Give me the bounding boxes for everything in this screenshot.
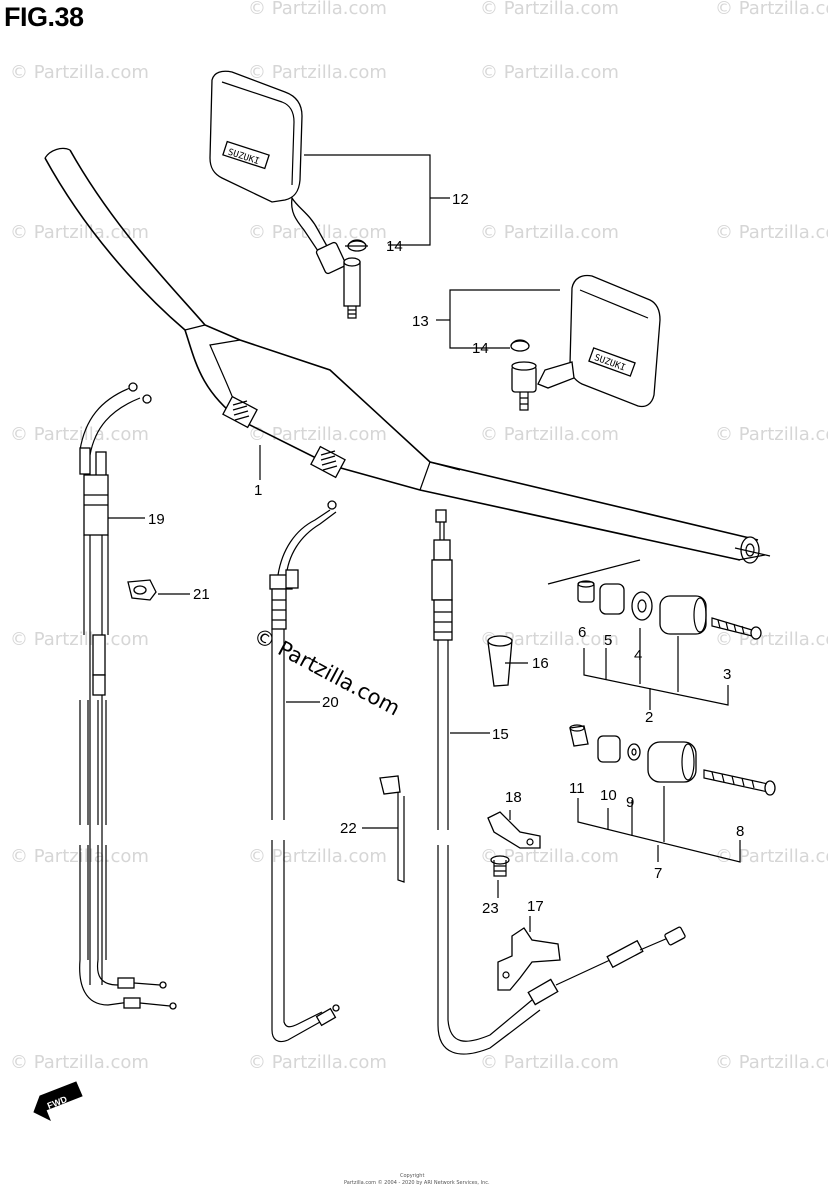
watermark-text: © Partzilla.com bbox=[248, 1052, 387, 1073]
cable-clamp bbox=[127, 579, 157, 601]
callout-13: 13 bbox=[412, 313, 429, 330]
watermark-text: © Partzilla.com bbox=[248, 424, 387, 445]
callout-22: 22 bbox=[340, 820, 357, 837]
callout-19: 19 bbox=[148, 511, 165, 528]
cable-boot bbox=[487, 635, 513, 687]
watermark-text: © Partzilla.com bbox=[248, 62, 387, 83]
callout-20: 20 bbox=[322, 694, 339, 711]
callout-labels: 1 2 3 4 5 6 7 8 9 10 11 12 13 14 14 15 1… bbox=[148, 191, 744, 917]
watermark-text: © Partzilla.com bbox=[10, 222, 149, 243]
watermark-text: © Partzilla.com bbox=[248, 846, 387, 867]
callout-11: 11 bbox=[569, 780, 585, 797]
clutch-cable bbox=[431, 509, 686, 1055]
callout-14: 14 bbox=[472, 340, 489, 357]
watermark-text: © Partzilla.com bbox=[715, 1052, 828, 1073]
watermark-text: © Partzilla.com bbox=[480, 0, 619, 19]
callout-23: 23 bbox=[482, 900, 499, 917]
callout-4: 4 bbox=[634, 647, 642, 664]
bracket-18 bbox=[487, 811, 541, 849]
callout-14: 14 bbox=[386, 238, 403, 255]
watermark-text: © Partzilla.com bbox=[480, 62, 619, 83]
watermark-text: © Partzilla.com bbox=[480, 846, 619, 867]
bar-end-assembly-7 bbox=[569, 724, 776, 796]
callout-12: 12 bbox=[452, 191, 469, 208]
watermark-text: © Partzilla.com bbox=[715, 424, 828, 445]
watermark-text: © Partzilla.com bbox=[715, 222, 828, 243]
callout-5: 5 bbox=[604, 632, 612, 649]
watermark-text: © Partzilla.com bbox=[10, 62, 149, 83]
callout-7: 7 bbox=[654, 865, 662, 882]
handlebar bbox=[44, 147, 771, 564]
fwd-arrow-icon: FWD bbox=[33, 1081, 83, 1122]
figure-title: FIG.38 bbox=[4, 2, 84, 32]
watermark-text: © Partzilla.com bbox=[480, 222, 619, 243]
watermark-text: © Partzilla.com bbox=[715, 846, 828, 867]
callout-9: 9 bbox=[626, 794, 634, 811]
callout-17: 17 bbox=[527, 898, 544, 915]
choke-cable bbox=[269, 500, 340, 1043]
throttle-cables bbox=[79, 382, 177, 1010]
callout-2: 2 bbox=[645, 709, 653, 726]
screw-23 bbox=[490, 855, 510, 877]
callout-15: 15 bbox=[492, 726, 509, 743]
callout-10: 10 bbox=[600, 787, 617, 804]
callout-21: 21 bbox=[193, 586, 210, 603]
watermark-text: © Partzilla.com bbox=[10, 424, 149, 445]
callout-6: 6 bbox=[578, 624, 586, 641]
leader-lines bbox=[108, 154, 741, 932]
callout-18: 18 bbox=[505, 789, 522, 806]
footer-copyright-detail: Partzilla.com © 2004 - 2020 by ARI Netwo… bbox=[344, 1179, 490, 1186]
right-mirror: SUZUKI bbox=[510, 274, 661, 411]
background-watermarks: © Partzilla.com © Partzilla.com © Partzi… bbox=[10, 0, 828, 1073]
left-mirror: SUZUKI bbox=[209, 70, 367, 319]
watermark-text: © Partzilla.com bbox=[480, 1052, 619, 1073]
watermark-text: © Partzilla.com bbox=[480, 424, 619, 445]
cable-tie bbox=[379, 775, 405, 883]
footer-copyright: Copyright bbox=[400, 1173, 424, 1179]
watermark-text: © Partzilla.com bbox=[10, 1052, 149, 1073]
watermark-text: © Partzilla.com bbox=[715, 0, 828, 19]
watermark-text: © Partzilla.com bbox=[248, 0, 387, 19]
watermark-text: © Partzilla.com bbox=[715, 629, 828, 650]
watermark-text: © Partzilla.com bbox=[10, 629, 149, 650]
callout-8: 8 bbox=[736, 823, 744, 840]
bracket-17 bbox=[497, 927, 561, 991]
callout-3: 3 bbox=[723, 666, 731, 683]
callout-16: 16 bbox=[532, 655, 549, 672]
watermark-text: © Partzilla.com bbox=[480, 629, 619, 650]
bar-end-assembly-2 bbox=[547, 559, 762, 640]
callout-1: 1 bbox=[254, 482, 262, 499]
